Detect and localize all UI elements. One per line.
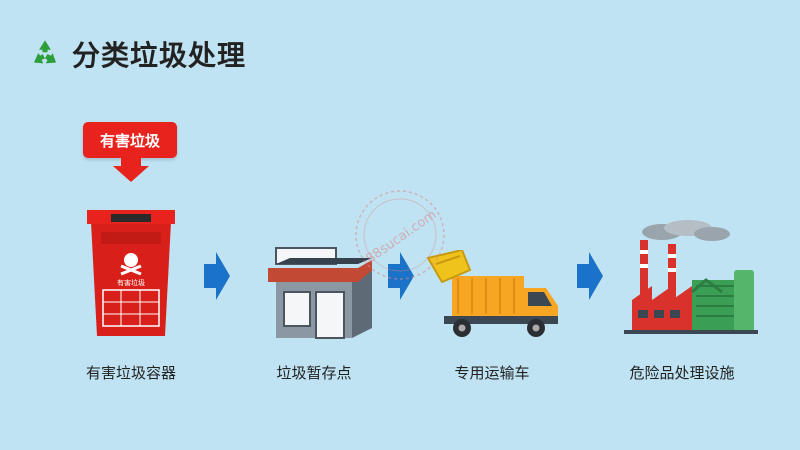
step-caption: 垃圾暂存点 <box>276 364 352 382</box>
flow-arrow-icon <box>204 252 230 300</box>
flow-arrow-icon <box>388 252 414 300</box>
down-arrow-icon <box>113 158 149 182</box>
flow-arrow-icon <box>577 252 603 300</box>
garbage-truck-icon <box>426 250 558 337</box>
storage-kiosk-icon <box>268 247 372 339</box>
step-storage-point <box>224 200 404 340</box>
step-caption: 危险品处理设施 <box>629 364 735 382</box>
category-badge: 有害垃圾 <box>83 122 177 158</box>
recycle-icon <box>33 40 57 64</box>
watermark-stamp: 88sucai.com <box>355 190 445 280</box>
step-hazardous-bin: 有害垃圾 <box>41 200 221 340</box>
step-transport-truck <box>402 200 582 340</box>
page-title: 分类垃圾处理 <box>72 39 247 72</box>
step-caption: 专用运输车 <box>454 364 530 382</box>
factory-icon <box>624 220 758 334</box>
header: 分类垃圾处理 <box>28 34 246 74</box>
step-treatment-facility <box>592 200 772 340</box>
bin-label: 有害垃圾 <box>117 278 145 287</box>
step-caption: 有害垃圾容器 <box>85 364 176 382</box>
hazardous-bin-icon: 有害垃圾 <box>87 210 175 336</box>
